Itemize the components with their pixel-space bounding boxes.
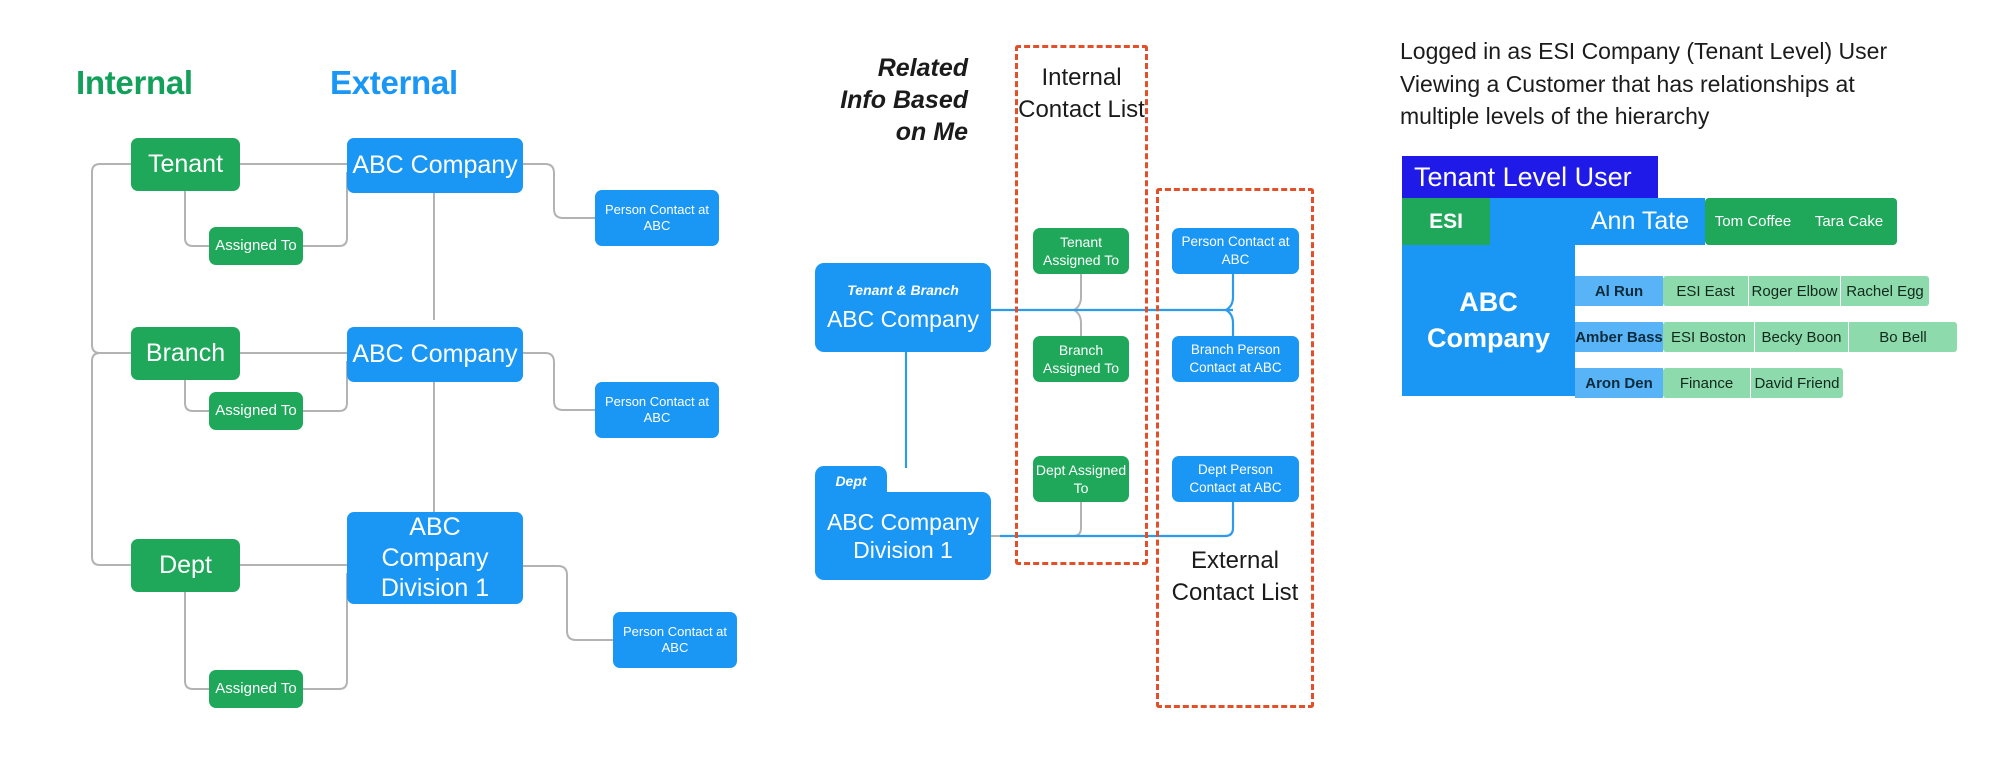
table-row-name: Al Run	[1575, 276, 1663, 306]
node-mid-company-dept-sublabel: Dept	[835, 473, 867, 489]
table-cell: David Friend	[1754, 374, 1840, 392]
external-contact-list-region	[1156, 188, 1314, 708]
chip-branch-person-contact-at-abc[interactable]: Branch Person Contact at ABC	[1172, 336, 1299, 382]
right-panel-description: Logged in as ESI Company (Tenant Level) …	[1400, 38, 1888, 130]
node-level-dept[interactable]: Dept	[131, 539, 240, 592]
table-cell: Bo Bell	[1879, 328, 1927, 346]
chip-dept-person-contact-at-abc[interactable]: Dept Person Contact at ABC	[1172, 456, 1299, 502]
table-cell: Becky Boon	[1755, 322, 1849, 352]
table-cell: Finance	[1663, 368, 1751, 398]
node-mid-company-tenant-branch[interactable]: Tenant & Branch ABC Company	[815, 263, 991, 352]
node-company-branch[interactable]: ABC Company	[347, 327, 523, 382]
node-level-tenant[interactable]: Tenant	[131, 138, 240, 191]
node-mid-company-name: ABC Company	[826, 306, 980, 333]
node-level-branch[interactable]: Branch	[131, 327, 240, 380]
node-person-contact-dept[interactable]: Person Contact at ABC	[613, 612, 737, 668]
external-contact-list-caption: External Contact List	[1171, 547, 1299, 606]
chip-person-contact-at-abc[interactable]: Person Contact at ABC	[1172, 228, 1299, 274]
chip-branch-assigned-to[interactable]: Branch Assigned To	[1033, 336, 1129, 382]
internal-contact-list-region	[1015, 45, 1148, 565]
table-cell: ESI East	[1663, 276, 1749, 306]
node-company-dept[interactable]: ABC Company Division 1	[347, 512, 523, 604]
ann-tate-cell: Ann Tate	[1575, 198, 1705, 245]
node-company-tenant[interactable]: ABC Company	[347, 138, 523, 193]
table-row: ESI East Roger Elbow Rachel Egg	[1663, 276, 1929, 306]
tenant-level-user-badge: Tenant Level User	[1402, 156, 1658, 198]
node-person-contact-tenant[interactable]: Person Contact at ABC	[595, 190, 719, 246]
chip-tenant-assigned-to[interactable]: Tenant Assigned To	[1033, 228, 1129, 274]
node-assigned-to-branch[interactable]: Assigned To	[209, 392, 303, 430]
node-mid-company-dept[interactable]: ABC Company Division 1	[815, 492, 991, 580]
related-info-title: Related Info Based on Me	[840, 54, 968, 146]
table-row-name: Amber Bass	[1575, 322, 1663, 352]
node-assigned-to-tenant[interactable]: Assigned To	[209, 227, 303, 265]
table-cell: Rachel Egg	[1846, 282, 1924, 300]
green-contact-cell: Tara Cake	[1814, 213, 1884, 230]
internal-contact-list-caption: Internal Contact List	[1018, 64, 1145, 123]
table-cell: Roger Elbow	[1749, 276, 1841, 306]
header-internal: Internal	[76, 64, 193, 101]
node-assigned-to-dept[interactable]: Assigned To	[209, 670, 303, 708]
node-person-contact-branch[interactable]: Person Contact at ABC	[595, 382, 719, 438]
chip-dept-assigned-to[interactable]: Dept Assigned To	[1033, 456, 1129, 502]
esi-badge: ESI	[1402, 198, 1490, 245]
table-row: ESI Boston Becky Boon Bo Bell	[1663, 322, 1957, 352]
node-mid-company-sublabel: Tenant & Branch	[847, 281, 959, 298]
header-external: External	[330, 64, 458, 101]
table-row: Finance David Friend	[1663, 368, 1843, 398]
top-green-contacts: Tom Coffee Tara Cake	[1705, 198, 1897, 245]
abc-company-label: ABC Company	[1426, 286, 1551, 353]
table-cell: ESI Boston	[1663, 322, 1755, 352]
green-contact-cell: Tom Coffee	[1714, 213, 1792, 230]
node-mid-company-dept-tab: Dept	[815, 466, 887, 496]
table-row-name: Aron Den	[1575, 368, 1663, 398]
